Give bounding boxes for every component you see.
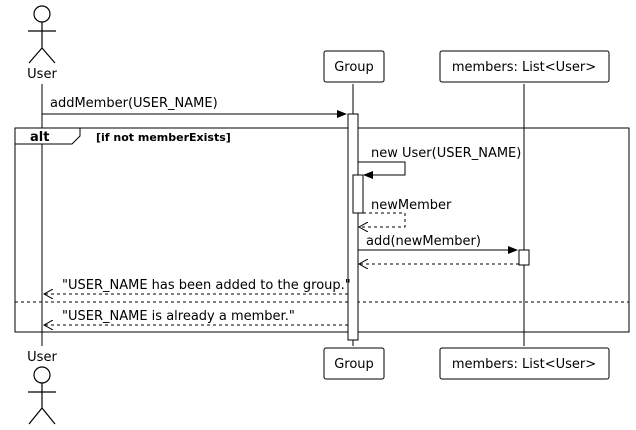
message-already-member-reply-label: "USER_NAME is already a member." xyxy=(62,309,295,324)
actor-stick-figure-icon xyxy=(28,5,56,64)
alt-operator-box xyxy=(14,127,81,145)
message-new-user: new User(USER_NAME) xyxy=(358,146,521,179)
message-new-user-label: new User(USER_NAME) xyxy=(371,146,521,161)
group-activation-bar xyxy=(347,113,359,341)
message-add-new-member-label: add(newMember) xyxy=(366,234,481,249)
alt-operator-label: alt xyxy=(30,130,49,145)
group-participant-bottom-label: Group xyxy=(334,357,374,372)
user-actor-bottom: User xyxy=(27,350,57,425)
message-new-member-return-label: newMember xyxy=(371,198,452,213)
alt-fragment: alt [if not memberExists] xyxy=(14,127,630,333)
members-participant-bottom-label: members: List<User> xyxy=(452,357,596,372)
actor-stick-figure-icon xyxy=(28,366,56,425)
message-add-member-label: addMember(USER_NAME) xyxy=(50,96,218,111)
message-add-new-member: add(newMember) xyxy=(358,234,518,254)
message-added-reply: "USER_NAME has been added to the group." xyxy=(44,278,351,294)
members-participant-top: members: List<User> xyxy=(439,50,610,83)
members-participant-bottom: members: List<User> xyxy=(439,347,610,380)
message-add-member: addMember(USER_NAME) xyxy=(42,96,347,118)
alt-guard-label: [if not memberExists] xyxy=(96,131,231,144)
message-added-reply-label: "USER_NAME has been added to the group." xyxy=(62,278,351,293)
group-participant-bottom: Group xyxy=(323,347,385,380)
members-participant-top-label: members: List<User> xyxy=(452,60,596,75)
message-already-member-reply: "USER_NAME is already a member." xyxy=(44,309,348,325)
user-actor-bottom-label: User xyxy=(27,350,57,365)
group-self-activation-bar xyxy=(352,174,364,214)
members-activation-bar xyxy=(518,249,530,266)
user-actor-top-label: User xyxy=(27,67,57,82)
message-new-member-return: newMember xyxy=(359,198,452,227)
group-participant-top-label: Group xyxy=(334,60,374,75)
group-participant-top: Group xyxy=(323,50,385,83)
user-actor-top: User xyxy=(27,5,57,82)
